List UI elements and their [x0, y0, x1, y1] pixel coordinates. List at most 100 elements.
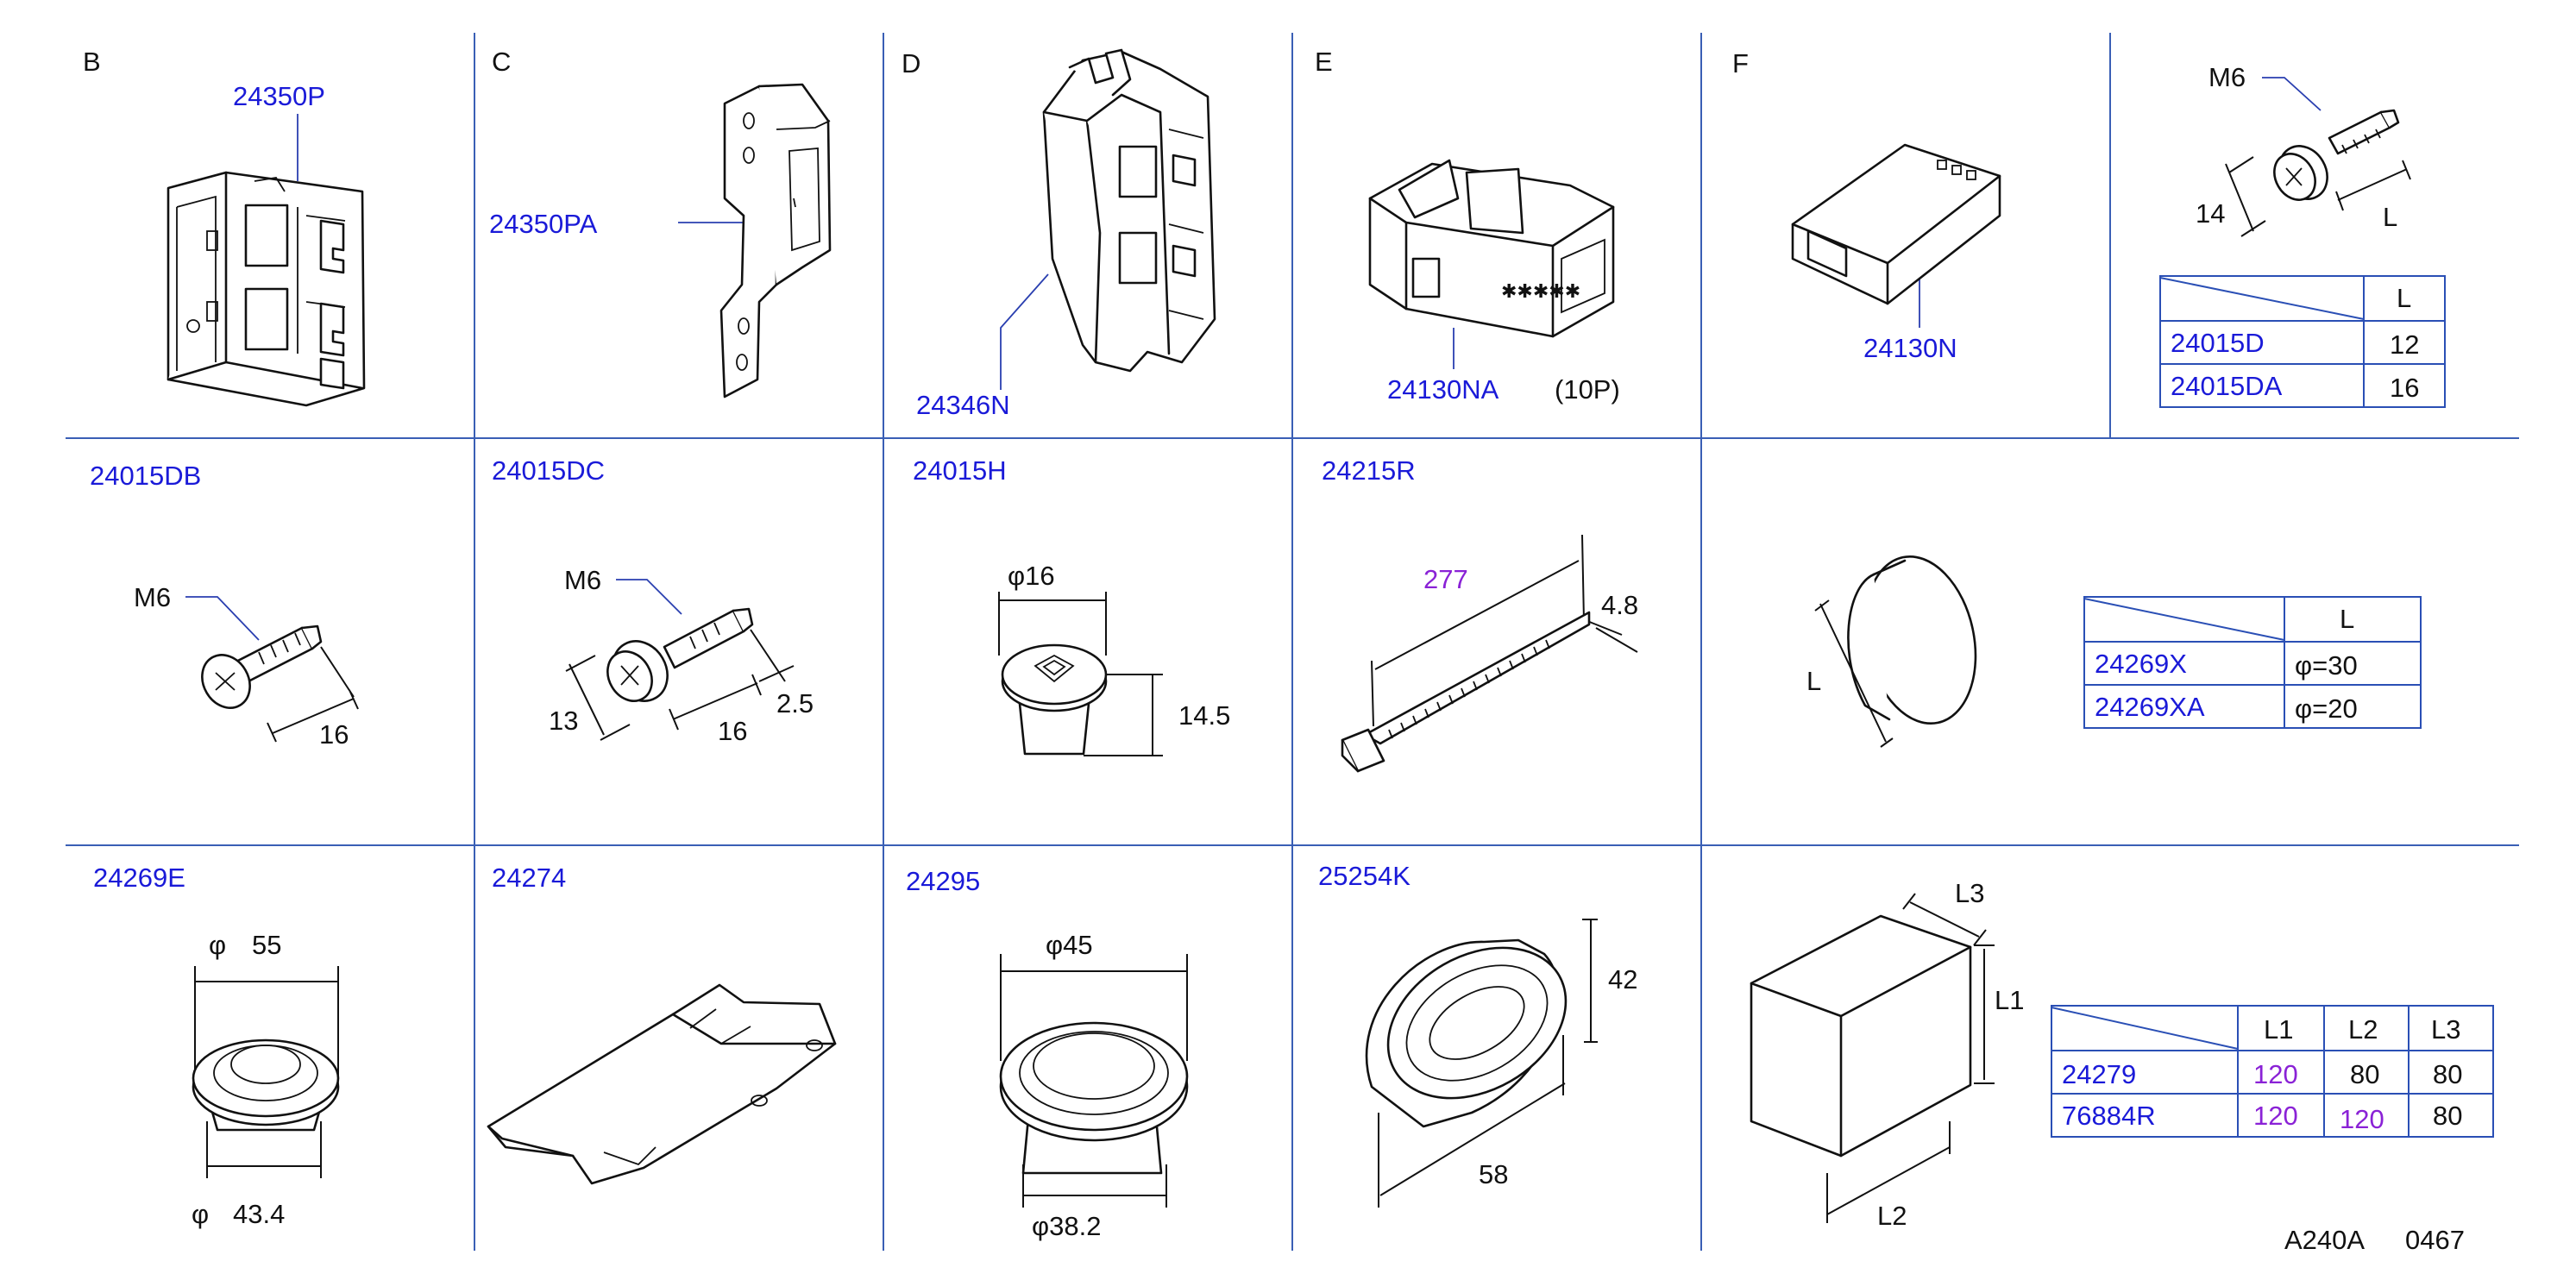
- cell-25254k: 25254K 42 58: [1318, 861, 1637, 1208]
- dim-width: 58: [1479, 1159, 1508, 1189]
- cell-letter: B: [83, 47, 101, 77]
- dim-length: L: [2383, 202, 2397, 232]
- table-part: 76884R: [2062, 1101, 2156, 1131]
- dim-length: L: [1806, 666, 1821, 696]
- dim-bottom: φ38.2: [1032, 1211, 1101, 1241]
- table-value: 120: [2253, 1059, 2298, 1089]
- part-number: 24295: [906, 866, 980, 896]
- pin-glyphs: ✱✱✱✱✱: [1501, 280, 1580, 302]
- table-value: φ=20: [2295, 693, 2358, 724]
- bolt-illustration: [2273, 109, 2400, 201]
- pin-count-note: (10P): [1555, 374, 1620, 405]
- part-number: 24130N: [1863, 333, 1957, 363]
- table-header: L: [2397, 283, 2411, 313]
- clip-illustration: [1042, 48, 1216, 373]
- thread-label: M6: [2208, 62, 2246, 92]
- dim-l3: L3: [1955, 878, 1984, 908]
- dim-top-symbol: φ: [209, 930, 226, 960]
- cell-letter: D: [902, 48, 920, 78]
- cell-d: D 24346N: [902, 48, 1216, 420]
- table-part: 24015D: [2171, 328, 2265, 358]
- part-number: 24215R: [1322, 455, 1416, 486]
- part-number: 24130NA: [1387, 374, 1499, 405]
- table-part: 24269X: [2095, 649, 2187, 679]
- length-table: L 24015D 12 24015DA 16: [2159, 275, 2446, 408]
- block-illustration: [1750, 914, 1972, 1158]
- thread-label: M6: [134, 582, 171, 612]
- dim-tip: 2.5: [776, 688, 814, 718]
- dim-top: φ45: [1046, 930, 1093, 960]
- grommet-e-illustration: [192, 1038, 340, 1132]
- cell-24015db: 24015DB M6 16: [90, 461, 359, 750]
- table-value: 12: [2390, 329, 2419, 360]
- cell-24295: 24295 φ45 φ38.2: [906, 866, 1189, 1241]
- part-number: 24350P: [233, 81, 325, 111]
- table-value: 80: [2433, 1101, 2462, 1131]
- dim-l1: L1: [1995, 985, 2024, 1015]
- dim-width: 4.8: [1601, 590, 1638, 620]
- part-number: 24274: [492, 863, 566, 893]
- cell-bolt-l: M6 14 L L 24015D 12 24015DA 16: [2159, 62, 2446, 408]
- cell-24269e: 24269E φ 55 φ 43.4: [93, 863, 340, 1229]
- drawing-code: A240A: [2284, 1225, 2365, 1255]
- bracket-illustration: [166, 171, 366, 407]
- cell-24215r: 24215R 277 4.8: [1322, 455, 1638, 773]
- table-value: 120: [2253, 1101, 2298, 1131]
- block-size-table: L1 L2 L3 24279 120 80 80 76884R 120 120 …: [2051, 1005, 2494, 1138]
- grommet-h-illustration: [1001, 643, 1108, 756]
- dim-l2: L2: [1877, 1201, 1907, 1231]
- table-header: L: [2340, 604, 2354, 634]
- cell-letter: F: [1732, 48, 1749, 78]
- bracket-24274-illustration: [487, 983, 837, 1185]
- grommet-24295-illustration: [999, 1021, 1189, 1175]
- bolt-db-illustration: [201, 624, 323, 709]
- grid-lines: [66, 33, 2519, 1251]
- cap-size-table: L 24269X φ=30 24269XA φ=20: [2083, 596, 2422, 729]
- cell-letter: C: [492, 47, 511, 77]
- part-number: 24346N: [916, 390, 1010, 420]
- table-header: L1: [2264, 1014, 2293, 1045]
- cable-tie-illustration: [1341, 611, 1591, 773]
- table-value: 120: [2340, 1104, 2384, 1134]
- part-number: 24015DB: [90, 461, 201, 491]
- dim-height: 42: [1608, 964, 1637, 995]
- table-part: 24279: [2062, 1059, 2136, 1089]
- cell-24274: 24274: [487, 863, 837, 1185]
- table-part: 24269XA: [2095, 692, 2205, 722]
- dim-length: 277: [1423, 564, 1468, 594]
- dim-length: 16: [718, 716, 747, 746]
- cell-letter: E: [1315, 47, 1333, 77]
- part-number: 25254K: [1318, 861, 1411, 891]
- thread-label: M6: [564, 565, 601, 595]
- dim-height: 14.5: [1178, 700, 1230, 731]
- dim-bottom-symbol: φ: [192, 1199, 209, 1229]
- cell-f: F 24130N: [1732, 48, 2001, 363]
- dim-head: 14: [2196, 198, 2225, 229]
- cell-disc-cap: L L 24269X φ=30 24269XA φ=20: [1806, 555, 2422, 748]
- bolt-dc-illustration: [606, 607, 754, 702]
- cell-24015dc: 24015DC M6 13 16 2.5: [492, 455, 814, 746]
- connector-illustration: ✱✱✱✱✱: [1368, 159, 1615, 338]
- part-number: 24350PA: [489, 209, 598, 239]
- table-value: 80: [2433, 1059, 2462, 1089]
- cell-b: B 24350P: [83, 47, 366, 407]
- dim-bottom: 43.4: [233, 1199, 285, 1229]
- table-part: 24015DA: [2171, 371, 2283, 401]
- cell-24015h: 24015H φ16 14.5: [913, 455, 1230, 756]
- table-value: 16: [2390, 373, 2419, 403]
- connector-f-illustration: [1791, 143, 2001, 305]
- plate-illustration: [719, 83, 832, 398]
- cell-c: C 24350PA: [489, 47, 832, 398]
- part-number: 24269E: [93, 863, 185, 893]
- cell-block: L3 L1 L2 L1 L2 L3 24279 120 80 80 76884R…: [1750, 878, 2494, 1231]
- cell-e: E 24130NA (10P) ✱✱✱✱✱: [1315, 47, 1620, 405]
- dim-top: 55: [252, 930, 281, 960]
- table-value: 80: [2350, 1059, 2379, 1089]
- part-number: 24015DC: [492, 455, 605, 486]
- table-header: L2: [2348, 1014, 2378, 1045]
- part-number: 24015H: [913, 455, 1007, 486]
- oval-grommet-illustration: [1365, 938, 1568, 1128]
- drawing-reference: A240A 0467: [2284, 1225, 2465, 1255]
- dim-length: 16: [319, 719, 349, 750]
